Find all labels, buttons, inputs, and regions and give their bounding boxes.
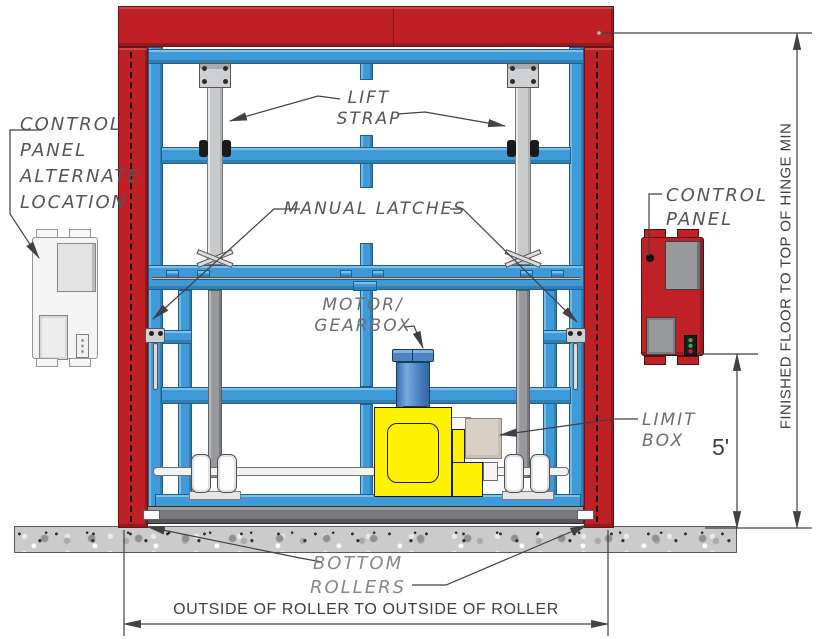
label-motor-gearbox: MOTOR/ GEARBOX (314, 295, 412, 336)
leader-control-panel-alt (9, 129, 42, 259)
alt-panel-tab (36, 358, 58, 367)
latch-pivot (568, 331, 573, 336)
frame-beam-2 (161, 147, 571, 164)
leader-motor-gearbox (403, 325, 424, 349)
door-header-roller-cover (118, 6, 614, 47)
roller-base-left (189, 491, 241, 500)
bottom-roller-wheel (217, 454, 237, 493)
shaft-coupling (483, 462, 498, 481)
label-control-panel-alternate: CONTROL PANEL ALTERNATE LOCATION (20, 114, 141, 213)
strap-clamp (199, 140, 208, 157)
alt-panel-connector (76, 334, 89, 358)
bolt (531, 79, 536, 84)
rail-end-cap-right (577, 510, 594, 520)
manual-latch-left-handle (153, 343, 158, 390)
hinge-dash-left (130, 52, 132, 522)
concrete-floor (14, 526, 737, 553)
bolt (202, 79, 207, 84)
bolt (510, 79, 515, 84)
limit-box (465, 418, 502, 459)
control-panel-button-station (684, 335, 697, 356)
strap-clamp (530, 140, 539, 157)
control-panel-tab (644, 356, 666, 365)
leader-control-panel (648, 193, 662, 256)
lift-strap-left-lower (208, 290, 222, 478)
gearbox-step-lower (452, 462, 483, 497)
label-control-panel: CONTROL PANEL (666, 185, 768, 230)
leader-manual-latches-left (152, 208, 300, 320)
alt-panel-door-upper (57, 243, 96, 292)
bolt (223, 79, 228, 84)
label-limit-box: LIMIT BOX (642, 410, 697, 451)
control-panel-door-lower (646, 317, 676, 355)
leader-lift-strap-left (228, 95, 341, 122)
leader-anchor-dot (646, 254, 654, 262)
roller-base-right (502, 491, 554, 500)
header-panel-seam (393, 8, 394, 45)
rail-end-cap-left (143, 510, 160, 520)
latch-center-notch (353, 281, 377, 291)
dimension-width-label: OUTSIDE OF ROLLER TO OUTSIDE OF ROLLER (173, 601, 559, 618)
leader-lift-strap-right (397, 111, 507, 128)
leader-bottom-rollers-left (146, 526, 323, 563)
door-column-left (118, 47, 148, 528)
manual-latch-right-handle (573, 343, 578, 390)
axle-shaft (153, 467, 569, 476)
bolt (510, 66, 515, 71)
bolt (223, 66, 228, 71)
frame-beam-4 (161, 387, 571, 404)
dimension-panel-height (697, 352, 758, 530)
control-panel-door-upper (665, 241, 701, 290)
door-column-right (584, 47, 614, 528)
leader-bottom-rollers-right (412, 524, 588, 586)
motor-cap (392, 349, 434, 362)
latch-rod (152, 277, 580, 280)
latch-pivot (158, 331, 163, 336)
bottom-roller-wheel (504, 454, 524, 493)
dimension-height-label: FINISHED FLOOR TO TOP OF HINGE MIN (777, 122, 795, 430)
label-bottom-rollers: BOTTOM ROLLERS (309, 553, 407, 598)
dimension-width (122, 530, 610, 636)
bolt (202, 66, 207, 71)
gearbox-cover-panel (387, 423, 439, 483)
label-lift-strap: LIFT STRAP (336, 88, 402, 129)
motor-cap-seam (412, 350, 413, 361)
extension-line-dot (596, 30, 602, 36)
alt-panel-tab (69, 358, 91, 367)
control-panel-tab (677, 356, 699, 365)
bolt (531, 66, 536, 71)
hinge-dash-right (596, 52, 598, 522)
leader-limit-box (498, 418, 638, 437)
strap-clamp (507, 140, 516, 157)
dimension-height (603, 31, 812, 530)
bottom-roller-wheel (530, 454, 550, 493)
alt-panel-door-lower (39, 315, 68, 360)
latch-pivot (149, 331, 154, 336)
strap-clamp (222, 140, 231, 157)
leader-manual-latches-right (450, 208, 578, 323)
label-manual-latches: MANUAL LATCHES (283, 199, 467, 219)
latch-pivot (577, 331, 582, 336)
bottom-roller-wheel (191, 454, 211, 493)
center-post-segment (360, 63, 373, 80)
dimension-panel-height-label: 5' (712, 434, 730, 460)
